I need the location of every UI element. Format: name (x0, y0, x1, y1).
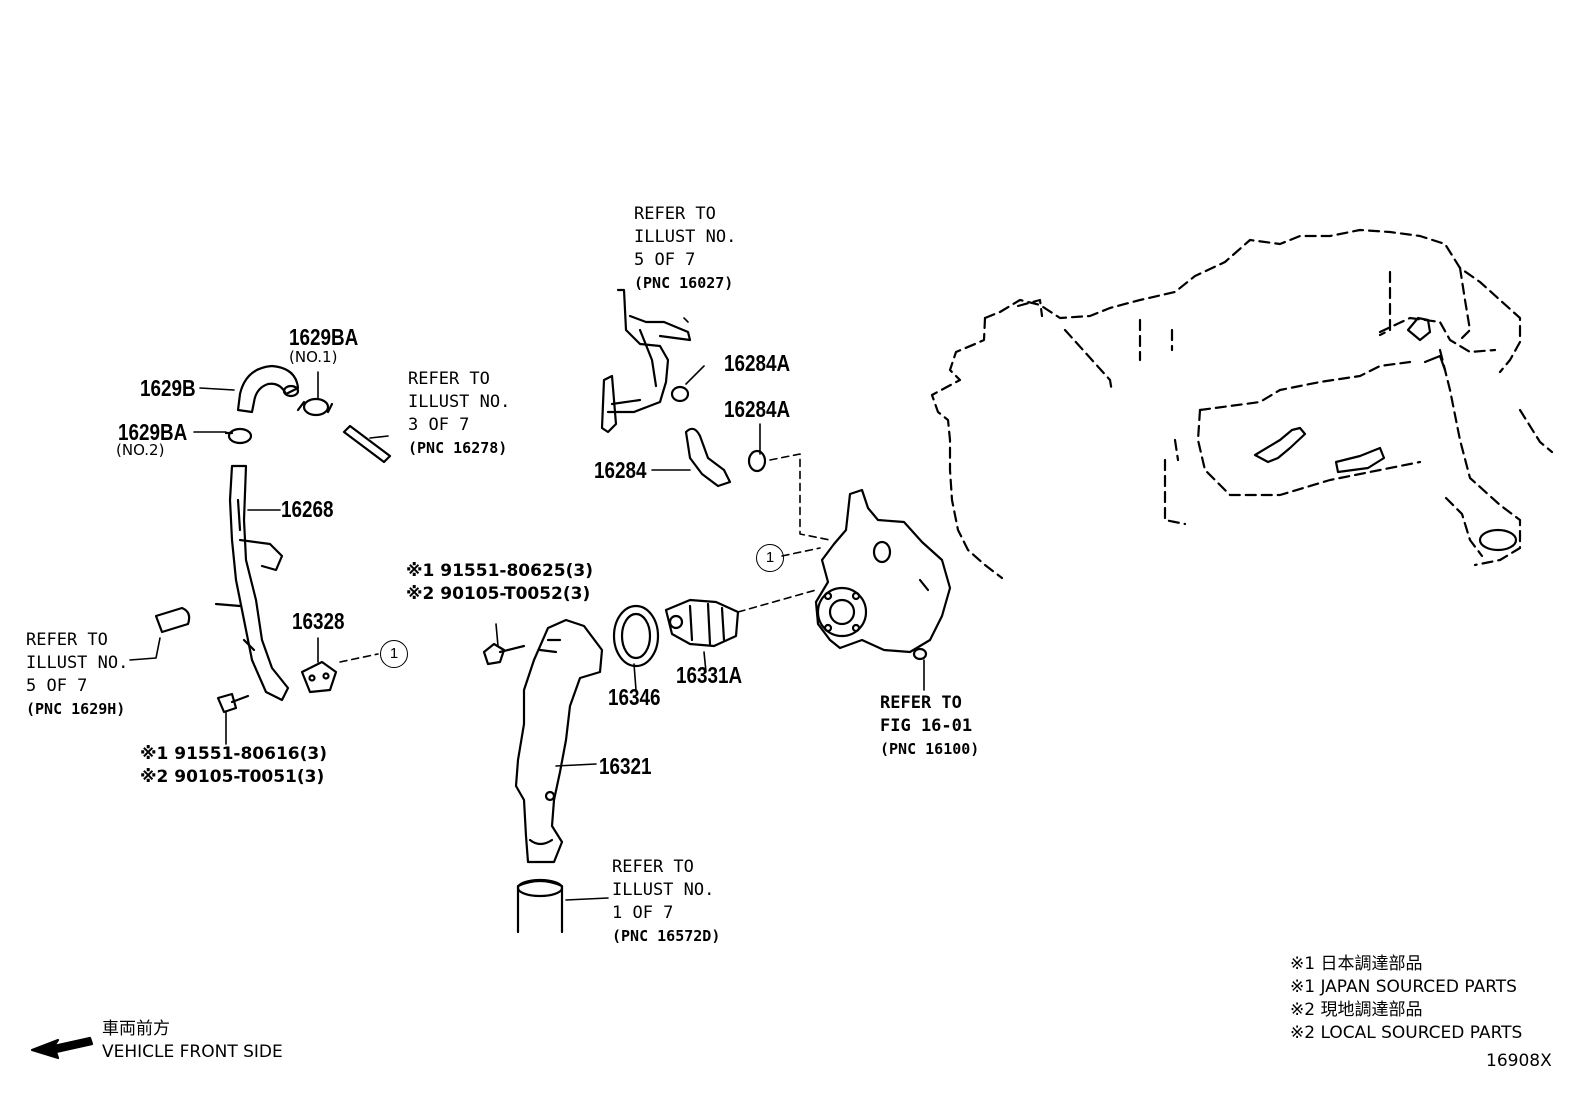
gasket-16346 (612, 604, 660, 668)
ref-line: ILLUST NO. (26, 653, 129, 673)
hose-1629B (236, 364, 300, 414)
ref-illust-3of7: REFER TO ILLUST NO. 3 OF 7 (PNC 16278) (408, 368, 510, 460)
ref-line: 1 OF 7 (612, 903, 674, 923)
vehicle-front-arrow (30, 1036, 94, 1060)
legend: ※1 日本調達部品 ※1 JAPAN SOURCED PARTS ※2 現地調達… (1290, 953, 1522, 1045)
water-pump (814, 488, 952, 661)
callout-circle-1b: 1 (756, 544, 784, 572)
ref-line: REFER TO (880, 693, 962, 713)
part-label-16321: 16321 (599, 753, 652, 779)
gasket-16328 (300, 660, 338, 694)
hose-16284 (684, 427, 732, 488)
part-label-16284A-2: 16284A (724, 396, 791, 422)
ref-line: ILLUST NO. (612, 880, 715, 900)
ref-pnc: (PNC 1629H) (26, 700, 126, 718)
inlet-16321 (514, 618, 604, 864)
figure-id: 16908X (1486, 1051, 1552, 1071)
part-label-16268: 16268 (281, 496, 334, 522)
pipe-1of7 (516, 878, 564, 934)
ref-pnc: (PNC 16278) (408, 439, 508, 457)
ref-line: REFER TO (408, 369, 490, 389)
part-label-16328: 16328 (292, 608, 345, 634)
ref-line: REFER TO (612, 857, 694, 877)
clamp-1629BA-no2 (224, 427, 253, 445)
ref-line: 3 OF 7 (408, 415, 470, 435)
part-label-1629BA-no2: 1629BA (118, 419, 188, 445)
part-label-1629B: 1629B (140, 375, 196, 401)
legend-line: ※1 JAPAN SOURCED PARTS (1290, 977, 1517, 997)
ref-illust-5of7-top: REFER TO ILLUST NO. 5 OF 7 (PNC 16027) (634, 203, 736, 295)
legend-line: ※2 LOCAL SOURCED PARTS (1290, 1023, 1523, 1043)
ref-pnc: (PNC 16572D) (612, 927, 721, 945)
engine-fittings (1253, 316, 1518, 552)
bolt-upper-label-1: ※1 91551-80625(3) (406, 561, 593, 581)
pipe-3of7 (342, 424, 392, 464)
bolt-upper-label-2: ※2 90105-T0052(3) (406, 584, 591, 604)
ref-line: 5 OF 7 (634, 250, 696, 270)
bolt-upper (482, 642, 526, 666)
vehicle-front-jp: 車両前方 (102, 1019, 170, 1039)
ref-line: ILLUST NO. (634, 227, 737, 247)
part-label-16284: 16284 (594, 457, 647, 483)
part-note-no1: (NO.1) (289, 348, 338, 366)
ref-line: REFER TO (634, 204, 716, 224)
ref-line: FIG 16-01 (880, 716, 973, 736)
part-label-1629BA-no1: 1629BA (289, 324, 359, 350)
thermostat-16331A (664, 598, 740, 648)
part-note-no2: (NO.2) (116, 441, 165, 459)
ref-illust-5of7-left: REFER TO ILLUST NO. 5 OF 7 (PNC 1629H) (26, 629, 128, 721)
legend-line: ※2 現地調達部品 (1290, 1000, 1423, 1020)
ref-line: ILLUST NO. (408, 392, 511, 412)
engine-block (930, 228, 1554, 580)
clamp-16284A-2 (747, 449, 767, 473)
ref-fig-16-01: REFER TO FIG 16-01 (PNC 16100) (880, 692, 979, 761)
leader-lines (129, 317, 925, 901)
bolt-lower-label-1: ※1 91551-80616(3) (140, 744, 327, 764)
pipe-16268 (214, 464, 290, 702)
ref-pnc: (PNC 16100) (880, 740, 980, 758)
ref-pnc: (PNC 16027) (634, 274, 734, 292)
dashed-lines (339, 453, 831, 663)
ref-line: 5 OF 7 (26, 676, 88, 696)
hose-5of7-left (154, 606, 191, 634)
legend-line: ※1 日本調達部品 (1290, 954, 1423, 974)
part-label-16284A-1: 16284A (724, 350, 791, 376)
ref-illust-1of7: REFER TO ILLUST NO. 1 OF 7 (PNC 16572D) (612, 856, 720, 948)
pipe-5of7-top (600, 288, 692, 434)
ref-line: REFER TO (26, 630, 108, 650)
bolt-lower (216, 692, 250, 714)
bolt-lower-label-2: ※2 90105-T0051(3) (140, 767, 325, 787)
clamp-16284A-1 (670, 385, 690, 403)
callout-circle-1: 1 (380, 640, 408, 668)
part-label-16331A: 16331A (676, 662, 743, 688)
clamp-1629BA-no1 (296, 397, 334, 417)
vehicle-front-en: VEHICLE FRONT SIDE (102, 1042, 283, 1062)
part-label-16346: 16346 (608, 684, 661, 710)
